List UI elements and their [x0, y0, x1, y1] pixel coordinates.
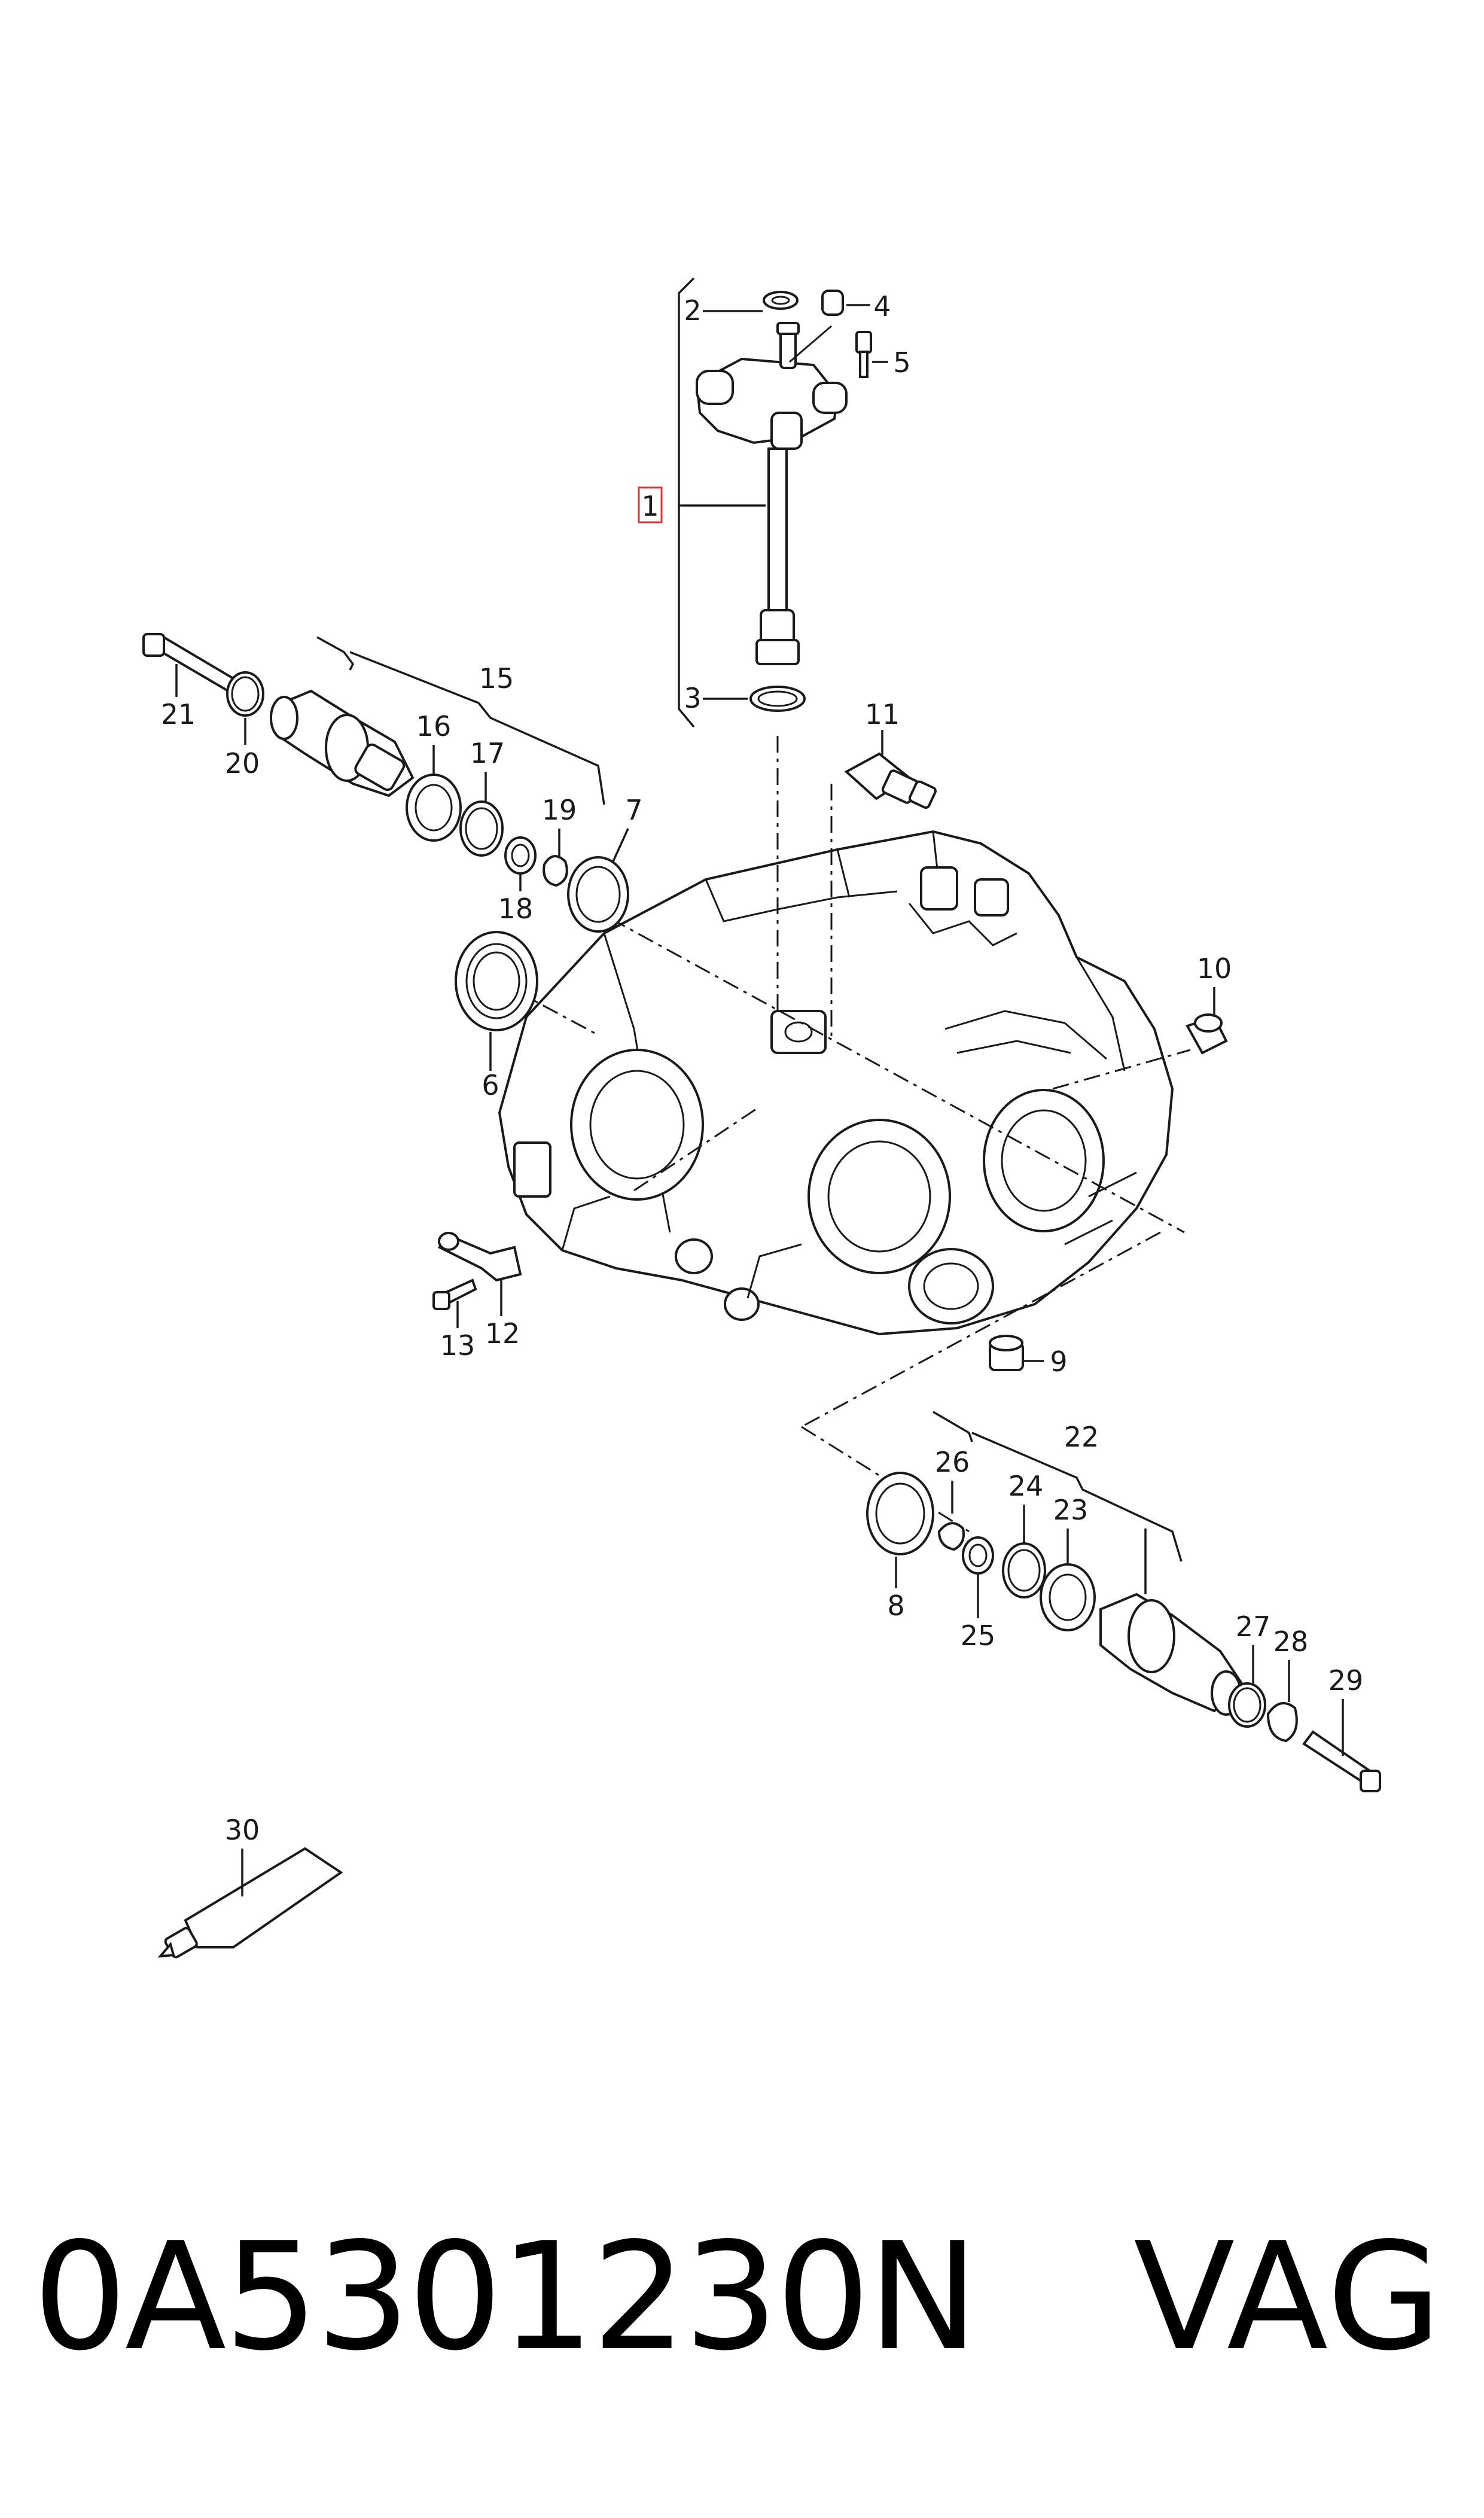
callout-8[interactable]: 8	[887, 1590, 904, 1622]
left-flange-shaft-group	[142, 632, 629, 933]
callout-16[interactable]: 16	[416, 710, 452, 742]
seal-6	[455, 931, 538, 1071]
callout-1[interactable]: 1	[641, 490, 659, 522]
sensor-12	[437, 1232, 522, 1316]
callout-27[interactable]: 27	[1236, 1610, 1271, 1643]
callout-18[interactable]: 18	[498, 893, 534, 925]
plug-9	[989, 1335, 1044, 1371]
callout-10[interactable]: 10	[1197, 952, 1232, 985]
callout-21[interactable]: 21	[161, 698, 196, 730]
callout-20[interactable]: 20	[225, 747, 260, 780]
assembly-axis-lines	[514, 736, 1191, 1533]
callout-13[interactable]: 13	[440, 1329, 476, 1362]
callout-9[interactable]: 9	[1050, 1345, 1067, 1378]
callout-25[interactable]: 25	[961, 1619, 996, 1652]
callout-23[interactable]: 23	[1053, 1494, 1089, 1526]
callout-28[interactable]: 28	[1273, 1625, 1309, 1658]
callout-12[interactable]: 12	[485, 1317, 520, 1350]
callout-30[interactable]: 30	[225, 1814, 260, 1846]
part-number: 0A5301230N	[33, 2211, 979, 2383]
callout-4[interactable]: 4	[873, 290, 891, 322]
callout-24[interactable]: 24	[1008, 1470, 1044, 1502]
callout-2[interactable]: 2	[684, 294, 701, 327]
callout-7[interactable]: 7	[625, 794, 642, 826]
callout-6[interactable]: 6	[482, 1069, 499, 1101]
sealant-tube-30	[157, 1847, 343, 1959]
group-1-bracket	[678, 277, 695, 728]
callout-22[interactable]: 22	[1064, 1421, 1099, 1453]
gearbox-housing	[498, 830, 1174, 1336]
callout-26[interactable]: 26	[935, 1446, 970, 1478]
right-flange-shaft-group	[866, 1411, 1381, 1792]
callout-5[interactable]: 5	[893, 346, 910, 379]
sensor-11	[844, 730, 937, 809]
callout-1-highlight	[638, 486, 663, 523]
plug-10	[1186, 987, 1228, 1055]
callout-17[interactable]: 17	[470, 737, 505, 769]
callout-11[interactable]: 11	[865, 698, 900, 730]
callout-19[interactable]: 19	[542, 794, 577, 826]
selector-shaft-assembly	[695, 290, 872, 712]
callout-29[interactable]: 29	[1328, 1664, 1364, 1697]
brand-name: VAG	[1133, 2211, 1443, 2383]
bolt-13	[432, 1278, 477, 1328]
callout-15[interactable]: 15	[479, 662, 514, 695]
callout-3[interactable]: 3	[684, 682, 701, 714]
